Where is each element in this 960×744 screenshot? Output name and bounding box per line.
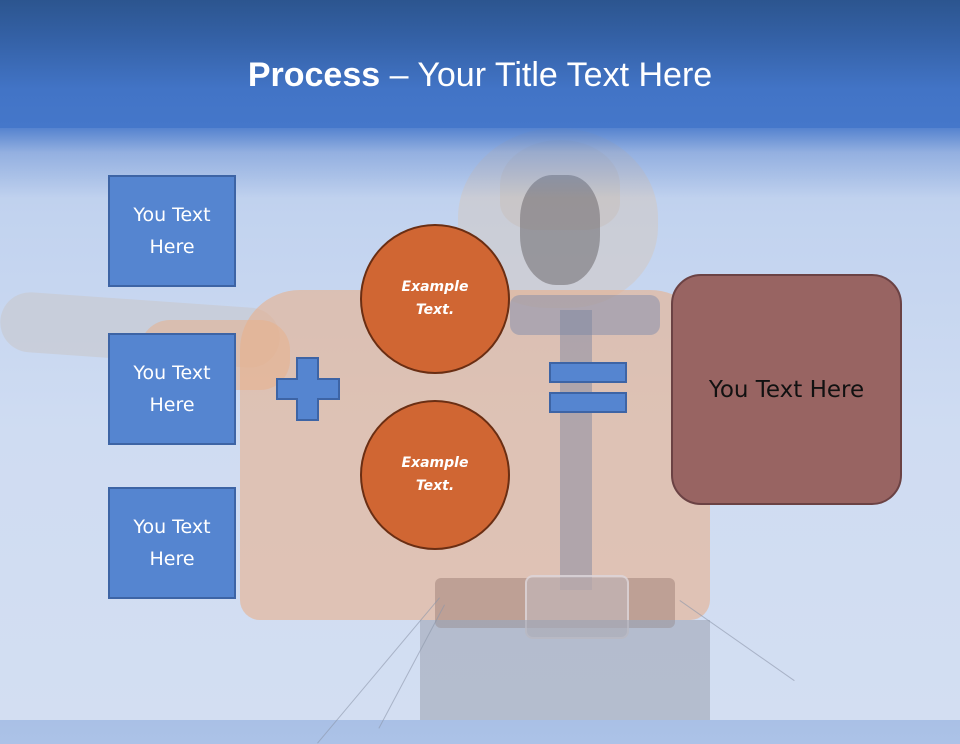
input-box-label: You Text Here <box>133 516 211 570</box>
photo-wire <box>317 597 440 744</box>
title-band <box>0 0 960 128</box>
example-circle-1[interactable]: Example Text. <box>360 224 510 374</box>
photo-collar <box>510 295 660 335</box>
circle-label: Example Text. <box>401 455 469 494</box>
input-box-3[interactable]: You Text Here <box>108 487 236 599</box>
input-box-label: You Text Here <box>133 362 211 416</box>
plus-icon[interactable] <box>276 357 340 421</box>
input-box-label: You Text Here <box>133 204 211 258</box>
example-circle-2[interactable]: Example Text. <box>360 400 510 550</box>
equals-bar-bottom <box>549 392 627 413</box>
slide-title[interactable]: Process – Your Title Text Here <box>0 52 960 98</box>
photo-belt <box>435 578 675 628</box>
input-box-2[interactable]: You Text Here <box>108 333 236 445</box>
photo-buckle <box>525 575 629 639</box>
input-box-1[interactable]: You Text Here <box>108 175 236 287</box>
result-box[interactable]: You Text Here <box>671 274 902 505</box>
photo-wire <box>378 604 445 729</box>
photo-wire <box>679 600 795 682</box>
photo-tie <box>560 310 592 590</box>
title-rest: – Your Title Text Here <box>380 56 713 94</box>
equals-bar-top <box>549 362 627 383</box>
result-box-label: You Text Here <box>708 376 865 403</box>
photo-pants <box>420 620 710 720</box>
title-bold: Process <box>247 56 381 94</box>
circle-label: Example Text. <box>401 279 469 318</box>
